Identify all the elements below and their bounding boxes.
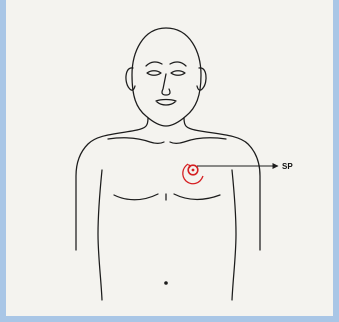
right-torso-side <box>232 170 236 300</box>
acupoint-marker <box>183 164 203 184</box>
navel <box>164 281 168 285</box>
body-illustration: SP <box>6 0 333 316</box>
left-ear <box>126 68 135 90</box>
left-torso-side <box>98 170 102 300</box>
left-eyebrow <box>146 62 162 66</box>
point-center-icon <box>192 169 195 172</box>
left-shoulder <box>76 130 137 250</box>
neck-left <box>137 118 148 130</box>
mouth-lower <box>157 102 175 105</box>
head-outline <box>132 28 201 126</box>
left-eye <box>147 71 161 76</box>
right-eyebrow <box>170 62 186 66</box>
right-pectoral-line <box>174 194 220 199</box>
point-label: SP <box>282 162 293 171</box>
left-pectoral-line <box>114 194 158 200</box>
right-eye <box>171 71 185 76</box>
nose <box>162 74 170 95</box>
left-clavicle <box>108 138 164 144</box>
neck-right <box>184 118 195 130</box>
right-clavicle <box>170 138 226 144</box>
diagram-canvas: SP <box>6 0 333 316</box>
rotation-arrow-icon <box>183 164 203 184</box>
right-shoulder <box>195 130 260 250</box>
mouth-upper <box>156 100 176 102</box>
